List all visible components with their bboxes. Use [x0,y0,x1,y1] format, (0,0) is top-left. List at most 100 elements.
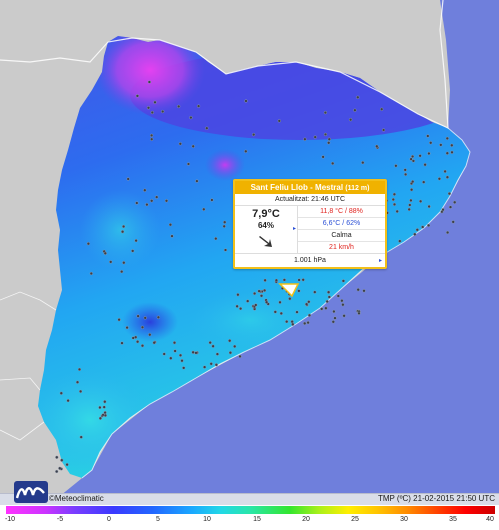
station-marker[interactable] [102,405,106,409]
station-marker[interactable] [259,294,264,298]
station-marker[interactable] [422,180,426,184]
station-marker[interactable] [450,150,454,154]
station-marker[interactable] [86,242,90,246]
station-marker[interactable] [410,188,414,192]
station-marker[interactable] [140,344,145,348]
station-marker[interactable] [409,157,413,161]
station-marker[interactable] [427,204,431,209]
station-marker[interactable] [313,135,317,139]
station-marker[interactable] [191,144,195,148]
station-marker[interactable] [380,107,384,111]
station-marker[interactable] [172,341,177,345]
station-marker[interactable] [423,163,427,167]
station-marker[interactable] [145,203,149,207]
station-marker[interactable] [453,200,457,204]
station-marker[interactable] [375,144,379,148]
station-marker[interactable] [168,223,172,227]
station-marker[interactable] [215,352,219,356]
station-marker[interactable] [55,469,59,474]
station-marker[interactable] [161,109,165,114]
expand-arrow-icon[interactable]: ▸ [293,226,297,232]
station-marker[interactable] [195,179,199,183]
station-marker[interactable] [297,278,301,282]
station-marker[interactable] [447,192,451,196]
station-marker[interactable] [332,309,336,314]
station-marker[interactable] [349,118,353,122]
station-marker[interactable] [413,232,417,236]
station-marker[interactable] [356,95,360,99]
station-marker[interactable] [162,352,166,356]
station-marker[interactable] [79,435,83,439]
station-marker[interactable] [321,155,325,159]
station-marker[interactable] [331,320,335,324]
station-marker[interactable] [156,315,160,319]
station-marker[interactable] [246,299,250,303]
station-marker[interactable] [303,137,307,141]
station-marker[interactable] [164,199,169,203]
station-marker[interactable] [274,278,278,282]
station-marker[interactable] [153,100,157,104]
station-marker[interactable] [77,367,82,371]
station-marker[interactable] [59,391,63,395]
station-marker[interactable] [342,314,346,318]
station-marker[interactable] [356,288,360,292]
station-marker[interactable] [125,326,129,330]
station-marker[interactable] [134,239,138,243]
station-marker[interactable] [66,399,70,403]
station-marker[interactable] [382,128,386,132]
station-marker[interactable] [191,350,195,354]
station-marker[interactable] [131,249,135,253]
station-marker[interactable] [313,290,317,294]
station-marker[interactable] [427,151,431,156]
station-marker[interactable] [391,197,395,202]
station-marker[interactable] [173,349,177,353]
station-marker[interactable] [421,225,425,229]
station-marker[interactable] [411,159,415,163]
station-marker[interactable] [150,110,154,115]
station-marker[interactable] [103,413,107,417]
station-marker[interactable] [327,295,331,299]
station-marker[interactable] [253,291,257,296]
station-marker[interactable] [439,143,443,147]
station-marker[interactable] [282,278,286,282]
station-marker[interactable] [60,458,64,462]
station-marker[interactable] [327,290,331,294]
station-marker[interactable] [143,316,147,320]
station-info-popup[interactable]: Sant Feliu Llob - Mestral (112 m) Actual… [233,179,387,269]
station-marker[interactable] [236,293,240,297]
station-marker[interactable] [233,344,237,348]
station-marker[interactable] [209,362,213,366]
station-marker[interactable] [450,143,454,147]
station-marker[interactable] [303,321,307,325]
station-marker[interactable] [122,261,126,265]
station-marker[interactable] [202,207,206,211]
station-marker[interactable] [392,202,397,206]
station-marker[interactable] [437,177,441,181]
station-marker[interactable] [78,389,83,393]
station-marker[interactable] [223,220,227,224]
station-marker[interactable] [441,208,445,212]
station-marker[interactable] [170,234,174,238]
station-marker[interactable] [429,141,433,145]
station-marker[interactable] [325,299,329,304]
station-marker[interactable] [323,132,328,136]
station-marker[interactable] [297,289,301,293]
station-marker[interactable] [244,149,248,153]
station-marker[interactable] [239,307,243,311]
station-marker[interactable] [305,302,309,306]
station-marker[interactable] [327,141,331,145]
station-marker[interactable] [415,228,419,232]
station-marker[interactable] [419,199,423,203]
station-marker[interactable] [265,300,269,304]
station-marker[interactable] [223,248,228,252]
station-marker[interactable] [254,303,258,307]
station-marker[interactable] [98,405,102,410]
station-marker[interactable] [446,230,450,235]
station-marker[interactable] [290,320,294,324]
station-marker[interactable] [307,300,311,304]
station-marker[interactable] [362,289,366,293]
station-marker[interactable] [409,198,413,202]
station-marker[interactable] [134,335,138,339]
station-marker[interactable] [177,104,181,108]
station-marker[interactable] [98,416,102,420]
